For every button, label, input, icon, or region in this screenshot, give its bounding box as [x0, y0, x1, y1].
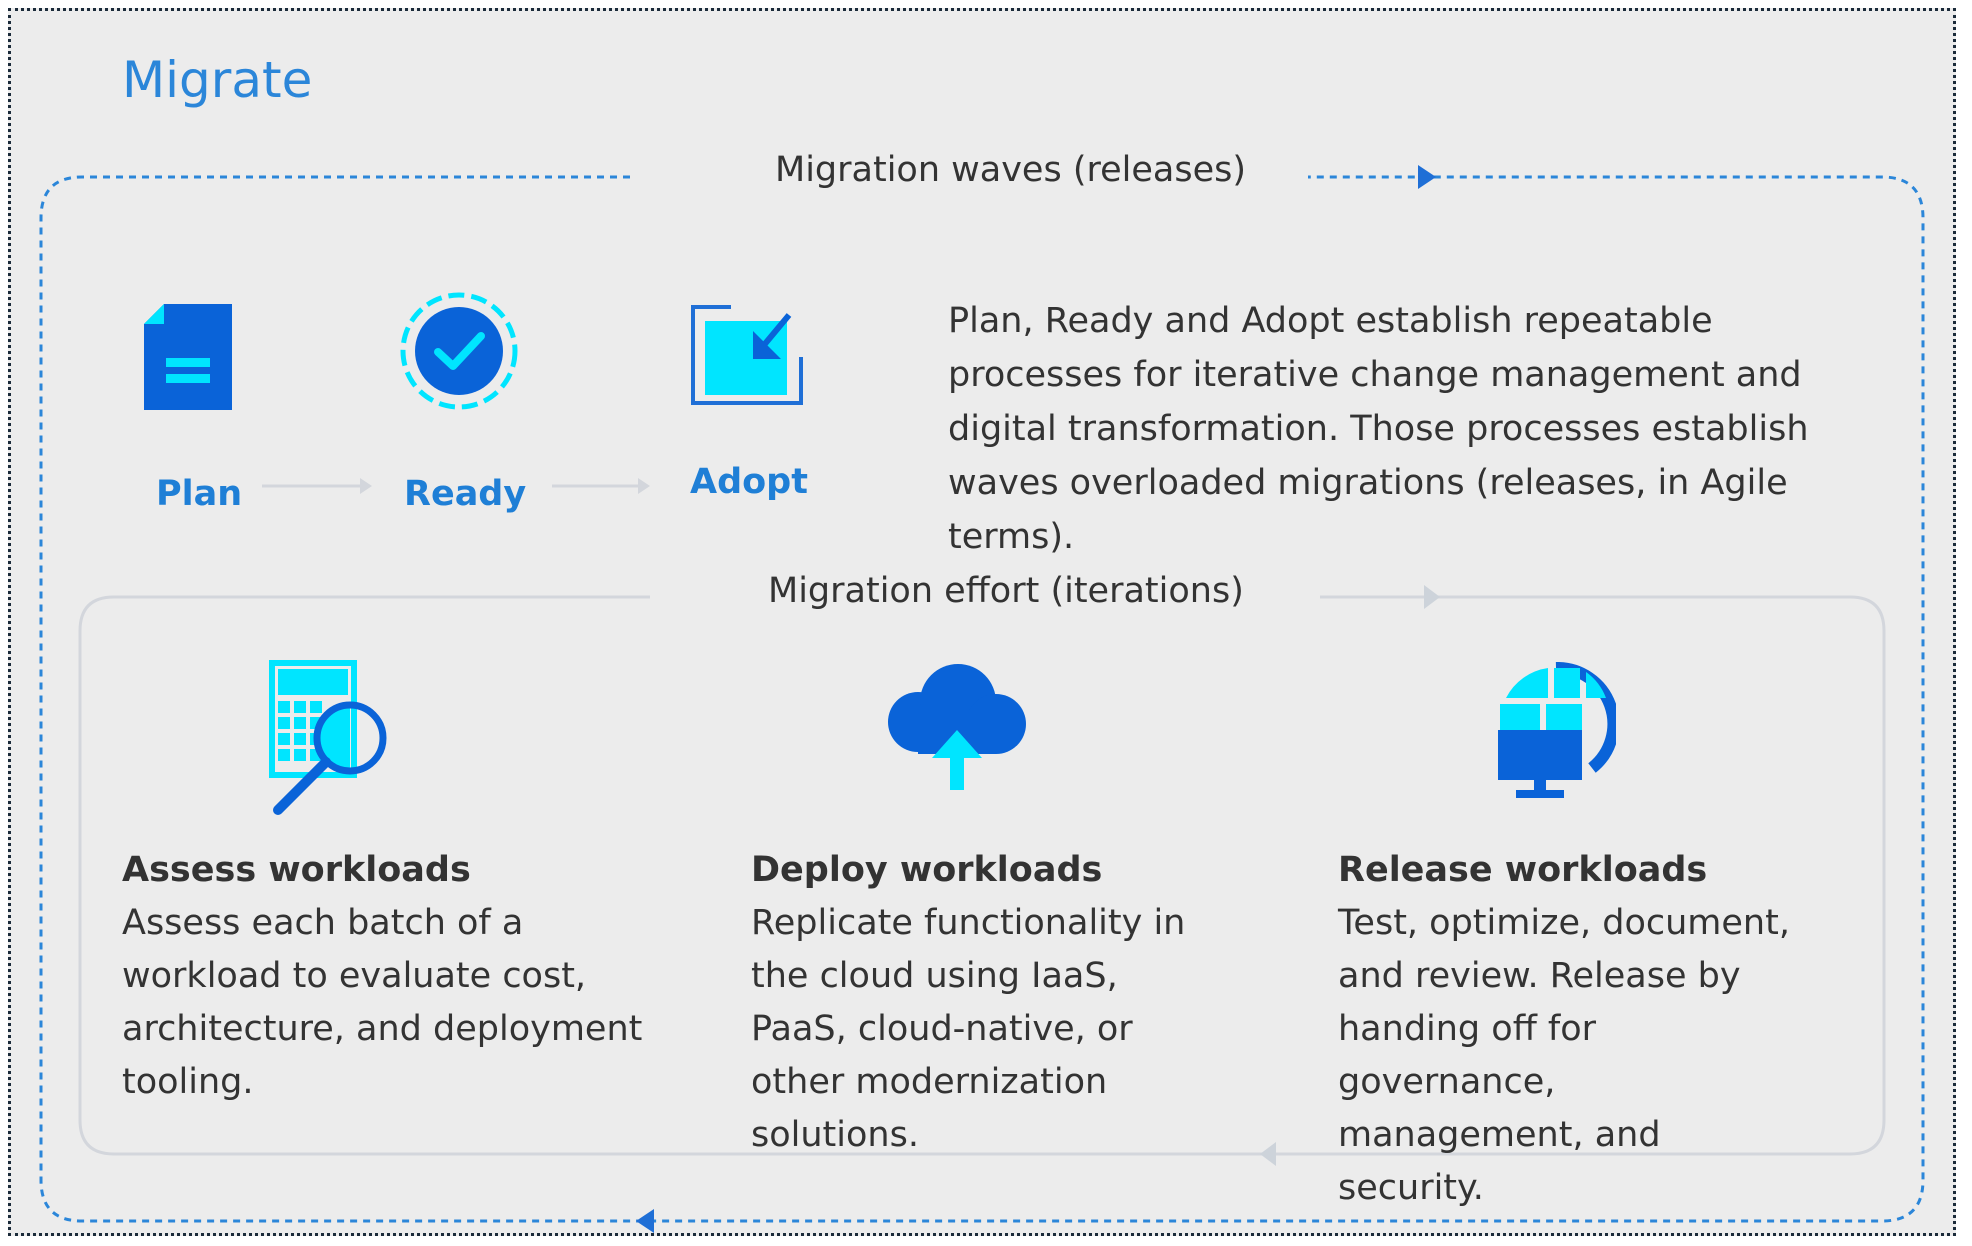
effort-arrow-bottom [1260, 1142, 1276, 1166]
waves-arrow-top [1418, 165, 1436, 189]
effort-arrow-top [1424, 585, 1440, 609]
document-icon [144, 304, 232, 410]
card-release: Release workloads Test, optimize, docume… [1338, 843, 1808, 1215]
waves-label: Migration waves (releases) [775, 150, 1246, 190]
checkbox-icon [689, 303, 805, 407]
cloud-upload-icon [880, 662, 1032, 792]
effort-label: Migration effort (iterations) [768, 571, 1244, 611]
page-title: Migrate [122, 51, 313, 109]
step-label-ready: Ready [404, 474, 527, 514]
card-title-deploy: Deploy workloads [751, 850, 1103, 890]
card-title-assess: Assess workloads [122, 850, 471, 890]
globe-monitor-icon [1496, 662, 1616, 804]
card-description-release: Test, optimize, document, and review. Re… [1338, 903, 1790, 1208]
card-title-release: Release workloads [1338, 850, 1708, 890]
effort-loop-line [78, 595, 1886, 1156]
card-deploy: Deploy workloads Replicate functionality… [751, 843, 1203, 1162]
card-assess: Assess workloads Assess each batch of a … [122, 843, 662, 1109]
card-description-assess: Assess each batch of a workload to evalu… [122, 903, 643, 1102]
card-description-deploy: Replicate functionality in the cloud usi… [751, 903, 1186, 1155]
calculator-magnifier-icon [268, 660, 392, 818]
waves-arrow-bottom [636, 1209, 654, 1233]
intro-text: Plan, Ready and Adopt establish repeatab… [948, 301, 1809, 557]
checkmark-circle-icon [399, 291, 519, 411]
diagram-frame [8, 8, 1956, 1236]
step-label-plan: Plan [156, 474, 243, 514]
step-label-adopt: Adopt [690, 462, 808, 502]
